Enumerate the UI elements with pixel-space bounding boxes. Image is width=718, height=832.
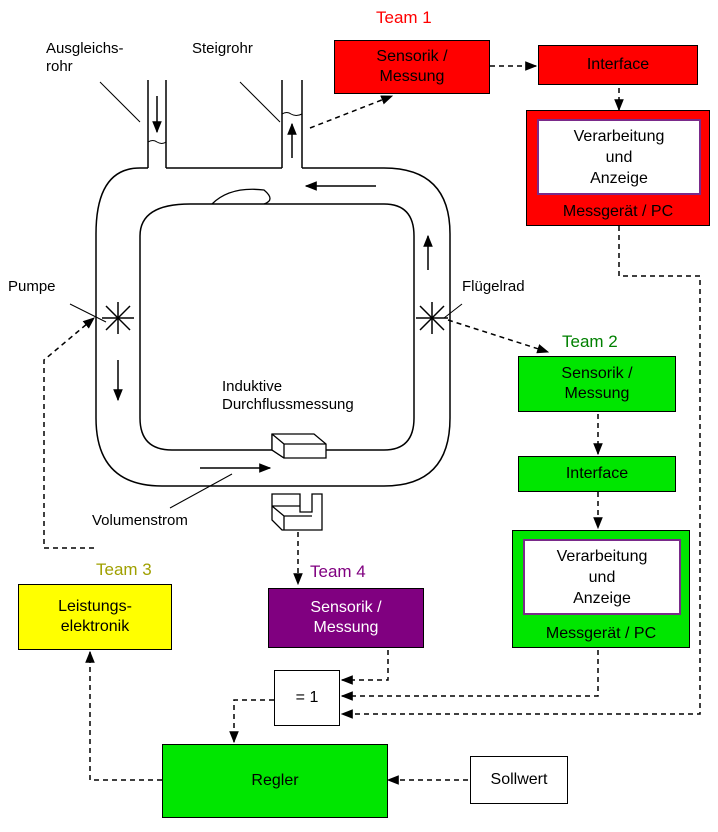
team4-sensorik-box: Sensorik / Messung [268, 588, 424, 648]
steigrohr-pipe [281, 80, 303, 168]
pipe-flap [211, 188, 271, 205]
team1-interface-box: Interface [538, 45, 698, 85]
team2-interface-box: Interface [518, 456, 676, 492]
team1-sensorik-box: Sensorik / Messung [334, 40, 490, 94]
ausgleichsrohr-pipe [147, 80, 167, 168]
ausgleichsrohr-label: Ausgleichs- rohr [46, 40, 124, 75]
team4-label: Team 4 [310, 562, 366, 581]
team1-device-label: Messgerät / PC [562, 203, 674, 220]
sollwert-box: Sollwert [470, 756, 568, 804]
volumenstrom-label: Volumenstrom [92, 512, 188, 529]
team2-label: Team 2 [562, 332, 618, 351]
team1-label: Team 1 [376, 8, 432, 27]
regler-box: Regler [162, 744, 388, 818]
induktive-label: Induktive Durchflussmessung [222, 378, 354, 413]
team2-sensorik-box: Sensorik / Messung [518, 356, 676, 412]
leader-lines [69, 81, 463, 509]
xor-gate: = 1 [274, 670, 340, 726]
fluegelrad-label: Flügelrad [462, 278, 525, 295]
steigrohr-label: Steigrohr [192, 40, 253, 57]
flow-arrows [113, 96, 433, 473]
pipe-outer [95, 167, 451, 487]
team1-verarbeitung-box: Verarbeitung und Anzeige [537, 119, 701, 195]
signal-lines [43, 61, 701, 785]
team3-leistung-box: Leistungs- elektronik [18, 584, 172, 650]
team2-verarbeitung-box: Verarbeitung und Anzeige [523, 539, 681, 615]
team3-label: Team 3 [96, 560, 152, 579]
pumpe-symbol [102, 302, 134, 334]
team2-device: Verarbeitung und Anzeige Messgerät / PC [512, 530, 690, 648]
fluegelrad-symbol [416, 302, 448, 334]
team2-device-label: Messgerät / PC [545, 625, 657, 642]
induktive-sensor [271, 433, 327, 531]
pipe-loop [95, 80, 451, 487]
team1-device: Verarbeitung und Anzeige Messgerät / PC [526, 110, 710, 226]
pumpe-label: Pumpe [8, 278, 56, 295]
